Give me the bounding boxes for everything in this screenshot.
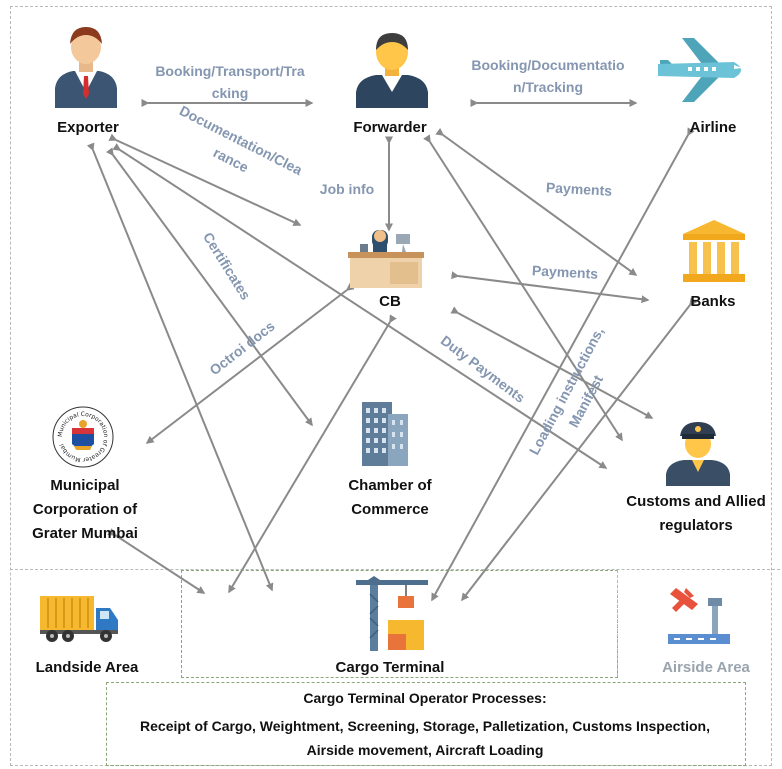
arrow-banks-terminal xyxy=(461,297,698,602)
edge-label-payments-forwarder: Payments xyxy=(545,179,613,199)
cargo-crane-icon xyxy=(356,576,428,651)
airplane-icon xyxy=(658,38,742,102)
operator-processes-box xyxy=(106,682,746,766)
arrow-cb-terminal xyxy=(228,314,397,594)
cb-label: CB xyxy=(379,293,401,310)
chamber-label: Chamber of Commerce xyxy=(330,474,450,522)
municipal-label-line-1: Municipal xyxy=(50,477,120,494)
municipal-label-line-2: Corporation of xyxy=(32,501,138,518)
customs-officer-icon xyxy=(666,422,730,486)
arrow-landside-terminal xyxy=(107,528,206,594)
edge-label-exporter-forwarder-line-2: cking xyxy=(211,85,249,101)
municipal-emblem-icon: Municipal Corporation of Greater Mumbai xyxy=(52,406,114,468)
chamber-building-icon xyxy=(362,402,408,466)
customs-label: Customs and Allied regulators xyxy=(612,490,780,538)
forwarder-person-icon xyxy=(356,33,428,108)
arrow-forwarder-banks xyxy=(435,127,638,276)
edge-label-payments-cb: Payments xyxy=(531,262,599,282)
municipal-label-line-3: Grater Mumbai xyxy=(32,525,138,542)
exporter-label: Exporter xyxy=(57,119,119,136)
airport-tower-icon xyxy=(668,588,730,644)
municipal-label: Municipal Corporation of Grater Mumbai xyxy=(30,474,140,546)
banks-label: Banks xyxy=(690,293,736,310)
edge-label-forwarder-airline: Booking/Documentatio n/Tracking xyxy=(455,54,641,98)
customs-broker-desk-icon xyxy=(348,230,424,288)
cargo-truck-icon xyxy=(40,596,118,642)
edge-label-exporter-forwarder-line-1: Booking/Transport/Tra xyxy=(155,63,305,79)
chamber-label-line-2: Commerce xyxy=(351,501,429,518)
chamber-label-line-1: Chamber of xyxy=(348,477,432,494)
airside-separator xyxy=(617,570,618,676)
edge-label-job-info: Job info xyxy=(319,181,375,197)
operator-processes-title: Cargo Terminal Operator Processes: xyxy=(303,690,547,706)
customs-label-line-1: Customs and Allied xyxy=(626,493,766,510)
cargo-terminal-label: Cargo Terminal xyxy=(335,659,445,676)
operator-processes-text: Receipt of Cargo, Weightment, Screening,… xyxy=(140,718,710,758)
forwarder-label: Forwarder xyxy=(353,119,427,136)
bank-building-icon xyxy=(683,220,745,282)
customs-label-line-2: regulators xyxy=(659,517,733,534)
exporter-person-icon xyxy=(55,27,117,108)
airline-label: Airline xyxy=(689,119,737,136)
edge-label-exporter-forwarder: Booking/Transport/Tra cking xyxy=(140,60,320,104)
landside-area-label: Landside Area xyxy=(35,659,139,676)
airside-area-label: Airside Area xyxy=(662,659,750,676)
edge-label-forwarder-airline-line-1: Booking/Documentatio xyxy=(471,57,625,73)
edge-label-forwarder-airline-line-2: n/Tracking xyxy=(512,79,584,95)
